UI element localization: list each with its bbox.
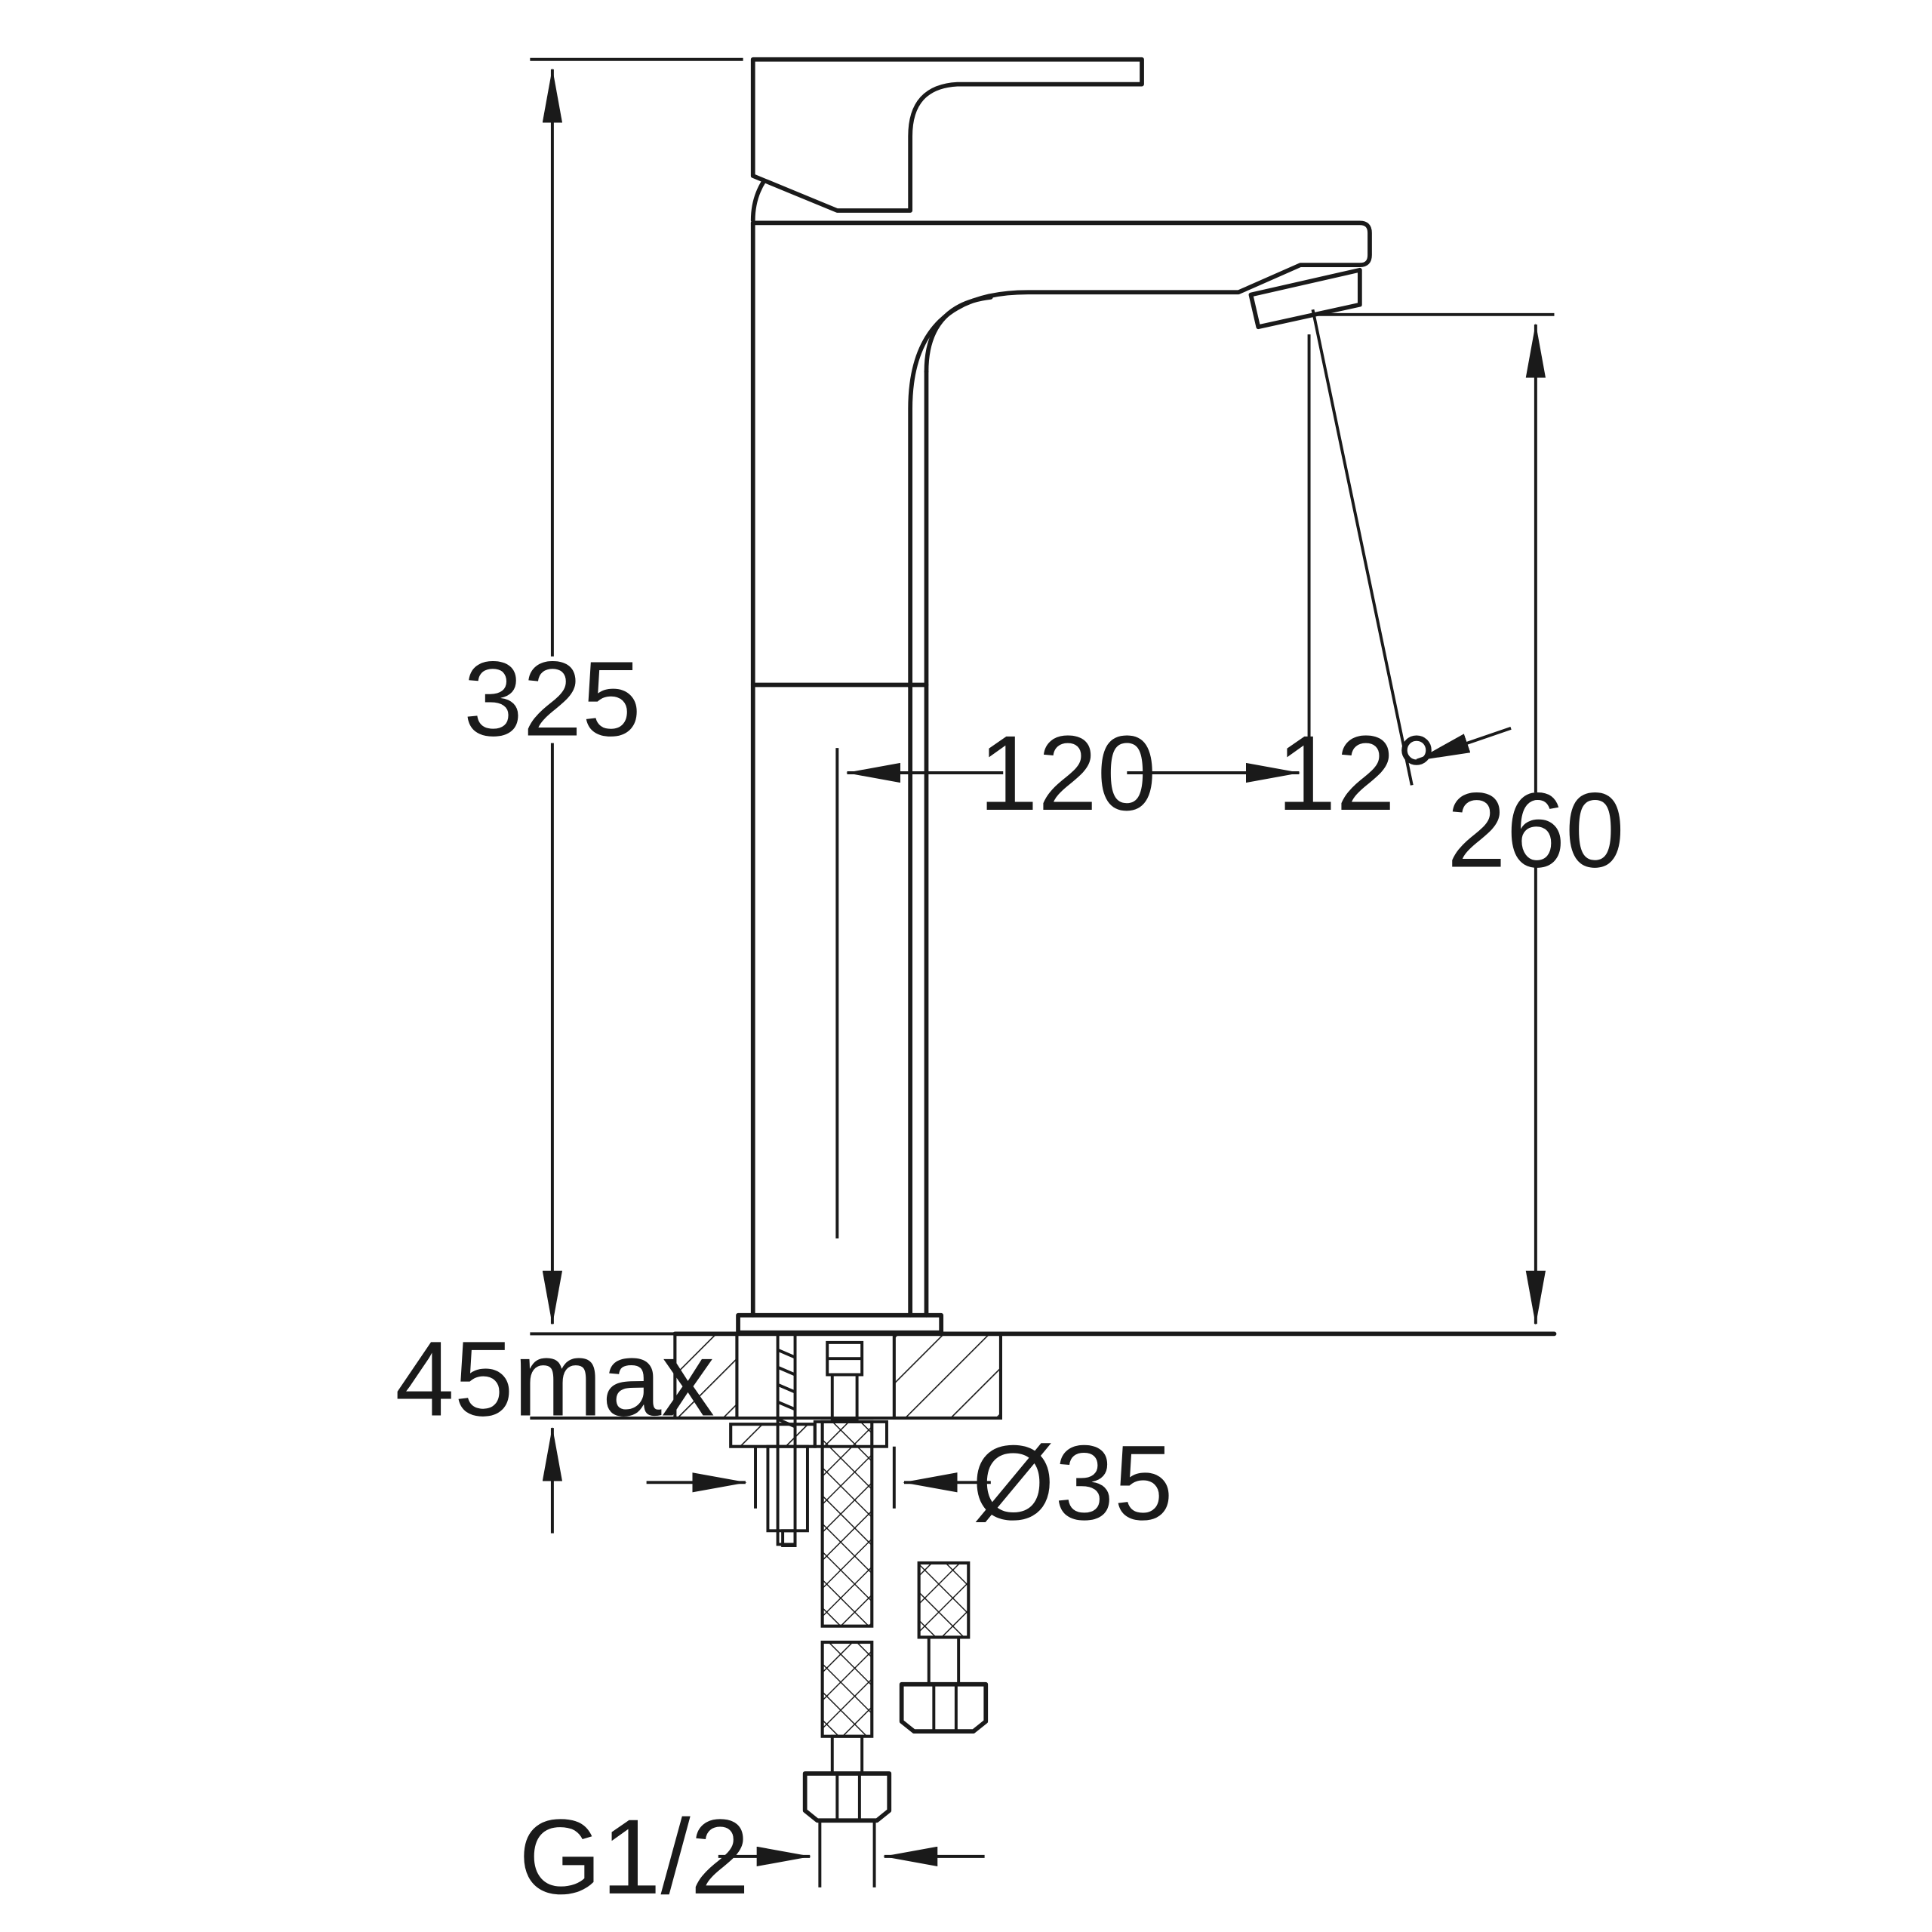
backing-plate (729, 1423, 817, 1448)
hose-braid (820, 1640, 874, 1738)
spout (750, 220, 1372, 690)
handle-base-curve (750, 178, 767, 223)
label-height-total: 325 (463, 639, 641, 758)
dimension-flow-angle: 12° (1277, 309, 1512, 832)
label-spout-reach: 120 (979, 713, 1156, 832)
label-hose-thread: G1/2 (518, 1797, 749, 1916)
base-plate (736, 1312, 944, 1335)
dimension-hose-thread: G1/2 (518, 1797, 985, 1916)
dimension-height-total: 325 (463, 57, 743, 1336)
label-mounting-hole: Ø35 (972, 1423, 1174, 1542)
hose-braid (917, 1561, 971, 1639)
dimension-mounting-hole: Ø35 (646, 1423, 1174, 1542)
hex-nut (802, 1771, 892, 1823)
dimension-spout-height: 260 (1318, 312, 1625, 1325)
dimension-spout-reach: 120 (835, 334, 1311, 1239)
dimension-deck-thickness: 45max (395, 1318, 715, 1534)
hex-nut (899, 1681, 989, 1734)
label-flow-angle: 12° (1277, 713, 1438, 832)
tap-body (736, 57, 1372, 1335)
hose-braid (820, 1420, 874, 1628)
handle-lever (750, 57, 1144, 213)
label-deck-thickness: 45max (395, 1318, 715, 1438)
countertop-section (672, 1331, 1557, 1420)
aerator (1248, 267, 1362, 330)
label-spout-height: 260 (1447, 770, 1624, 889)
braided-hoses (802, 1420, 989, 1823)
